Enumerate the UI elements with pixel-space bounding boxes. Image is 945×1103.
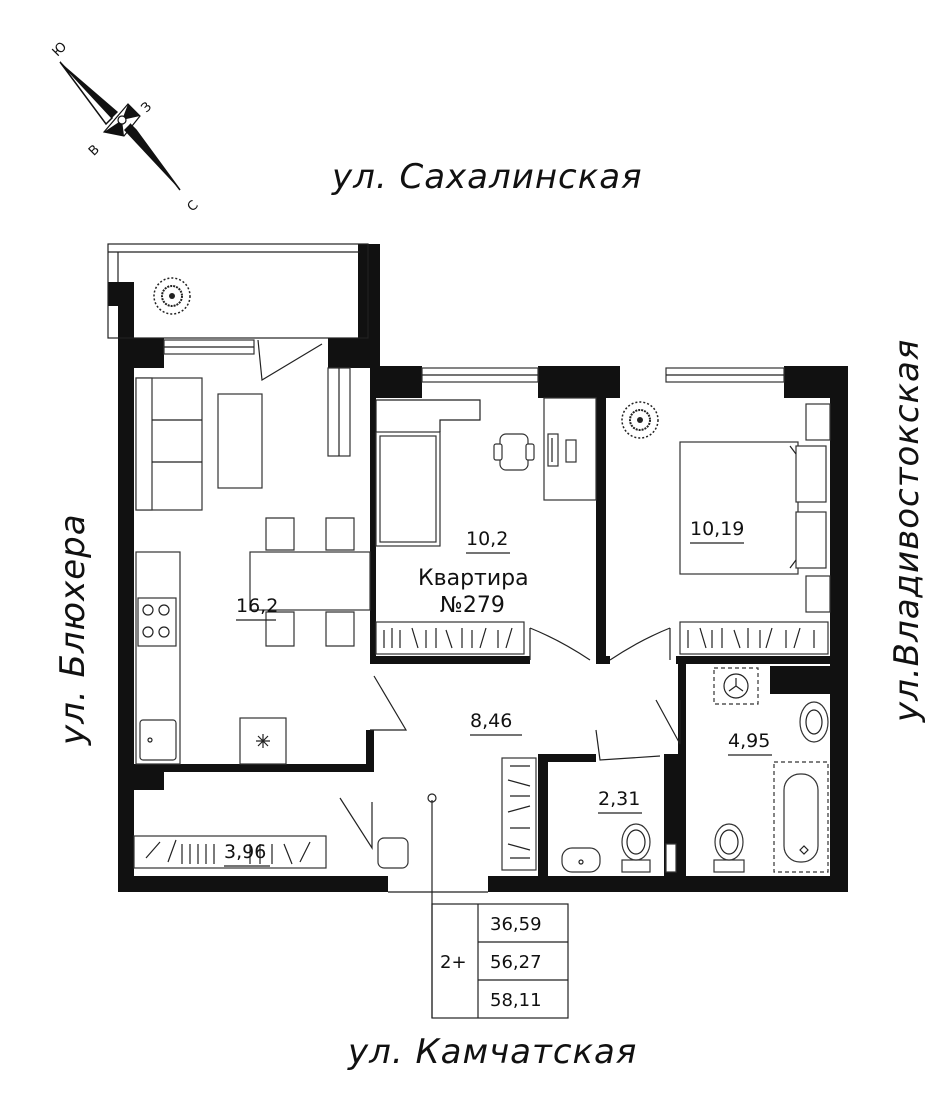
entrance-marker (427, 793, 437, 803)
bath-sink-icon (799, 701, 829, 743)
living-area-cell: 36,59 (490, 914, 542, 935)
sofa-icon (135, 377, 203, 511)
compass-south-label: Ю (50, 39, 71, 60)
boiler-icon (239, 717, 287, 765)
sink-icon (561, 847, 601, 873)
wardrobe-icon (679, 621, 829, 655)
area-label-bathroom: 4,95 (728, 730, 770, 752)
area-summary-table: 2+ 36,59 56,27 58,11 (431, 903, 569, 1019)
doors (257, 339, 681, 893)
plant-icon (153, 277, 191, 315)
bed-single-icon (375, 399, 481, 547)
compass-rose-icon: Ю С В З (50, 39, 202, 215)
desk-icon (543, 397, 597, 501)
dining-table-icon (249, 517, 371, 647)
bed-double-icon (679, 403, 831, 613)
kitchen-counter-icon (135, 551, 181, 765)
compass-east-label: В (86, 142, 103, 159)
street-top-label: ул. Сахалинская (331, 157, 643, 197)
total-with-balcony-cell: 58,11 (490, 990, 542, 1011)
compass-west-label: З (139, 99, 156, 116)
coffee-table-icon (217, 393, 263, 489)
balcony-storage-icon (133, 835, 327, 869)
area-label-balcony: 3,96 (224, 841, 266, 863)
bathtub-icon (773, 761, 829, 873)
area-labels: 16,2 10,2 10,19 8,46 2,31 4,95 3,96 (224, 518, 772, 867)
office-chair-icon (493, 433, 535, 471)
loggia-top-outline (107, 243, 369, 339)
apartment-number: №279 (440, 593, 505, 618)
area-label-toilet: 2,31 (598, 788, 640, 810)
shelf-icon (665, 843, 677, 873)
bath-toilet-icon (713, 823, 745, 873)
walls (108, 244, 848, 892)
toilet-icon (621, 823, 651, 873)
plant-icon (621, 401, 659, 439)
wardrobe-icon (375, 621, 525, 655)
total-area-cell: 56,27 (490, 952, 542, 973)
washing-machine-icon (713, 667, 759, 705)
rooms-count-cell: 2+ (440, 952, 467, 973)
windows (163, 339, 785, 457)
compass-north-label: С (185, 198, 202, 215)
hall-wardrobe-icon (501, 757, 537, 871)
street-bottom-label: ул. Камчатская (347, 1032, 637, 1072)
apartment-label: Квартира (418, 566, 529, 591)
area-label-bedroom-master: 10,19 (690, 518, 744, 540)
street-left-label: ул. Блюхера (53, 513, 93, 746)
area-label-living-kitchen: 16,2 (236, 595, 278, 617)
pouf-icon (377, 837, 409, 869)
area-label-hallway: 8,46 (470, 710, 512, 732)
street-right-label: ул.Владивостокская (887, 339, 927, 723)
area-label-bedroom-small: 10,2 (466, 528, 508, 550)
